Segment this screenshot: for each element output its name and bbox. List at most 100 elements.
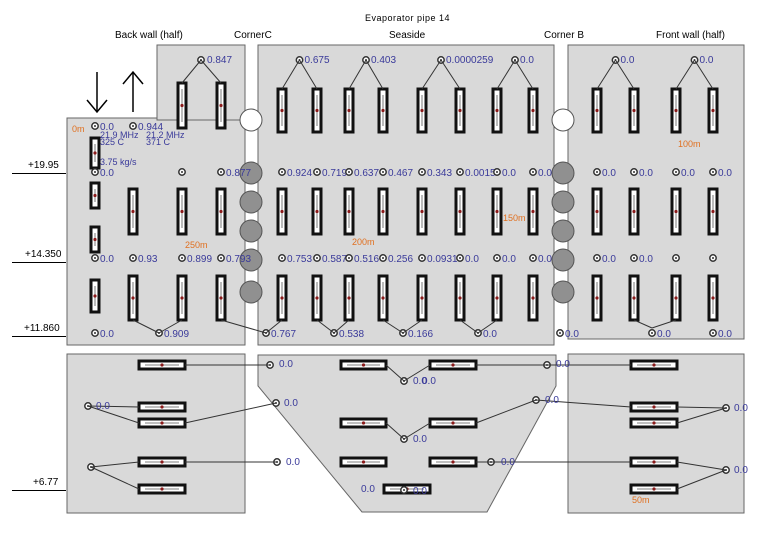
corner-c-circle [239, 161, 263, 185]
tube-marker [652, 421, 656, 425]
pipe-node-dot [281, 171, 283, 173]
tube-marker [495, 296, 499, 300]
node-value: 0.637 [354, 168, 379, 179]
node-value: 0.0 [279, 359, 293, 370]
node-value: 3.75 kg/s [100, 157, 137, 167]
tube-marker [458, 296, 462, 300]
pipe-connection [184, 402, 277, 424]
pipe-node-dot [633, 171, 635, 173]
node-value: 0.93 [138, 254, 158, 265]
pipe-node-dot [281, 257, 283, 259]
node-value: 0.0 [465, 254, 479, 265]
node-value: 0.0015 [465, 168, 496, 179]
node-value: 0.0 [502, 168, 516, 179]
tube-marker [595, 209, 599, 214]
pipe-connection [535, 399, 632, 408]
node-value: 0.0 [413, 376, 427, 387]
node-value: 0.0 [96, 401, 110, 412]
node-value: 0.256 [388, 254, 413, 265]
tube-marker [420, 108, 424, 113]
node-value: 0.516 [354, 254, 379, 265]
corner-c-circle [239, 280, 263, 304]
pipe-node-dot [712, 171, 714, 173]
tube-marker [93, 294, 97, 298]
node-value: 0.0 [361, 484, 375, 495]
tube-marker [451, 363, 455, 367]
corner-b-circle [551, 248, 575, 272]
tube-marker [711, 108, 715, 113]
tube-marker [711, 296, 715, 300]
pipe-connection [87, 405, 140, 424]
tube-marker [495, 209, 499, 214]
pipe-node-dot [181, 257, 183, 259]
pipe-node-dot [348, 171, 350, 173]
tube-marker [531, 108, 535, 113]
pipe-node-dot [633, 257, 635, 259]
pipe-connection [615, 59, 635, 90]
pipe-connection [365, 59, 384, 90]
node-value: 0.0 [602, 254, 616, 265]
pipe-node-dot [348, 257, 350, 259]
tube-marker [280, 108, 284, 113]
distance-label: 100m [678, 139, 701, 149]
tube-marker [160, 421, 164, 425]
node-value: 0.0 [556, 359, 570, 370]
pipe-connection [676, 469, 727, 490]
pipe-node-dot [316, 171, 318, 173]
pipe-node-dot [421, 257, 423, 259]
node-value: 0.753 [287, 254, 312, 265]
pipe-connection [132, 319, 160, 334]
elevation-line [12, 490, 66, 491]
pipe-node-dot [382, 257, 384, 259]
node-value: 0.0 [520, 55, 534, 66]
tube-marker [131, 209, 135, 214]
node-value: 0.0 [657, 329, 671, 340]
node-value: 0.909 [164, 329, 189, 340]
tube-marker [381, 209, 385, 214]
tube-marker [93, 151, 97, 155]
node-value: 0.0 [538, 254, 552, 265]
pipe-connection [402, 319, 423, 334]
tube-marker [451, 421, 455, 425]
tube-marker [652, 487, 656, 491]
node-value: 0.0 [700, 55, 714, 66]
pipe-connection [676, 461, 727, 471]
tube-marker [531, 209, 535, 214]
node-value: 0.0 [286, 457, 300, 468]
pipe-node-dot [382, 171, 384, 173]
tube-marker [131, 296, 135, 300]
node-value: 0.467 [388, 168, 413, 179]
node-value: 0.0 [100, 168, 114, 179]
elevation-line [12, 336, 66, 337]
pipe-node-dot [94, 171, 96, 173]
node-value: 0.0 [734, 465, 748, 476]
pipe-node-dot [675, 257, 677, 259]
tube-marker [361, 460, 366, 464]
tube-marker [160, 405, 164, 409]
lower-seaside-panel [257, 354, 557, 513]
elevation-label: +6.77 [33, 477, 59, 488]
flow-up-arrow-head [122, 70, 144, 85]
pipe-node-dot [532, 257, 534, 259]
tube-marker [674, 209, 678, 214]
corner-b-circle [551, 108, 575, 132]
section-back-wall: Back wall (half) [115, 30, 183, 41]
node-value: 0.403 [371, 55, 396, 66]
pipe-connection [440, 59, 461, 90]
node-value: 0.0 [681, 168, 695, 179]
tube-marker [632, 296, 636, 300]
tube-marker [219, 103, 223, 108]
pipe-connection [200, 59, 222, 84]
distance-label: 200m [352, 237, 375, 247]
node-value: 0.0 [483, 329, 497, 340]
pipe-connection [333, 319, 350, 334]
tube-marker [180, 296, 184, 300]
pipe-connection [475, 399, 537, 424]
node-value: 0.0000259 [446, 55, 494, 66]
pipe-node-dot [132, 257, 134, 259]
tube-marker [361, 421, 366, 425]
pipe-node-dot [421, 171, 423, 173]
pipe-connection [87, 405, 140, 408]
diagram-title: Evaporator pipe 14 [365, 13, 451, 23]
pipe-node-dot [94, 332, 96, 334]
